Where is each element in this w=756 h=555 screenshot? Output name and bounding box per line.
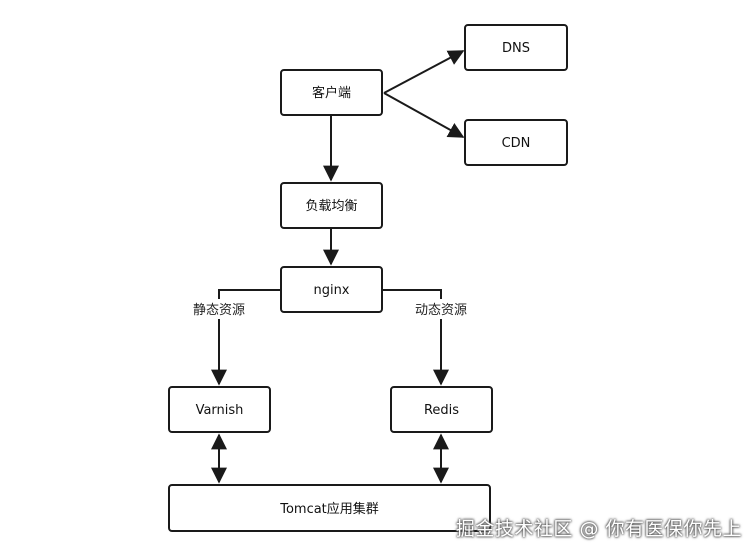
node-nginx: nginx	[280, 266, 383, 313]
edge-label-dynamic: 动态资源	[415, 303, 467, 318]
node-tomcat-label: Tomcat应用集群	[279, 501, 379, 517]
node-dns-label: DNS	[502, 41, 530, 56]
dynamic-label-bg	[412, 299, 470, 319]
edge-label-static: 静态资源	[193, 303, 245, 318]
node-client: 客户端	[280, 69, 383, 116]
edge-nginx-varnish	[211, 289, 281, 386]
node-dns: DNS	[464, 24, 568, 71]
node-nginx-label: nginx	[313, 283, 349, 298]
edges	[211, 50, 465, 484]
node-varnish-label: Varnish	[196, 403, 244, 418]
node-cdn-label: CDN	[502, 136, 531, 151]
node-cdn: CDN	[464, 119, 568, 166]
node-varnish: Varnish	[168, 386, 271, 433]
watermark: 掘金技术社区 @ 你有医保你先上	[455, 518, 742, 540]
node-redis: Redis	[390, 386, 493, 433]
node-load-balancer: 负载均衡	[280, 182, 383, 229]
static-label-bg	[190, 299, 248, 319]
edge-nginx-redis	[382, 289, 449, 386]
edge-client-dns	[383, 50, 465, 94]
node-redis-label: Redis	[424, 403, 459, 418]
node-tomcat: Tomcat应用集群	[168, 484, 491, 532]
node-load-balancer-label: 负载均衡	[305, 199, 357, 214]
node-client-label: 客户端	[312, 85, 351, 101]
edge-client-cdn	[383, 92, 465, 138]
